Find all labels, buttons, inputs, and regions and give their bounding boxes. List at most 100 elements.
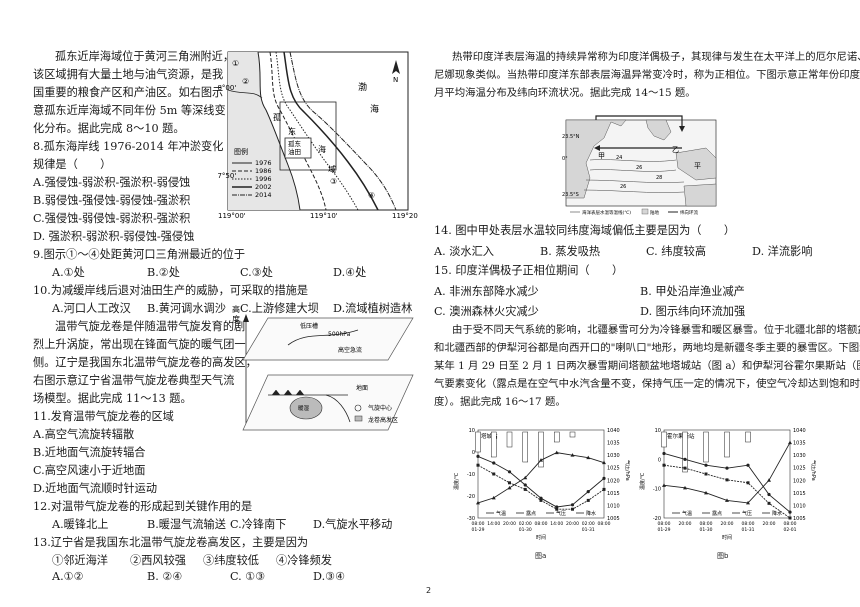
data-point (586, 490, 590, 494)
y2-axis-label: 气压/hPa (624, 460, 630, 481)
q10-option-d[interactable]: D.流域植树造林 (333, 302, 413, 315)
x-tick-label: 01-30 (699, 527, 712, 533)
data-point (571, 507, 574, 511)
y2-tick-label: 1015 (607, 491, 620, 497)
q8-stem: 规律是（ ） (33, 158, 112, 171)
legend-label: 气温 (496, 510, 506, 517)
marker-1: ① (232, 59, 239, 68)
q8-option-a[interactable]: A.强侵蚀-弱淤积-强淤积-弱侵蚀 (33, 176, 191, 189)
tornado-area (289, 396, 323, 420)
intro-line: 化分布。据此完成 8～10 题。 (33, 122, 185, 135)
north-label: N (393, 76, 398, 84)
q12-option-b[interactable]: B.暖湿气流输送 (147, 518, 226, 531)
intro2-line: 温带气旋龙卷是伴随温带气旋发育的剧 (55, 320, 246, 333)
q15-option-d[interactable]: D. 图示纬向环流加强 (640, 305, 746, 318)
map-legend: 1976 1986 1996 2002 2014 (232, 159, 272, 199)
precip-bar (661, 431, 667, 448)
intro2-line: 度）。据此完成 16～17 题。 (434, 396, 566, 408)
q14-stem: 14. 图中甲处表层水温较同纬度海域偏低主要是因为（ ） (434, 224, 736, 237)
data-point (554, 450, 559, 455)
q15-option-c[interactable]: C. 澳洲森林火灾减少 (434, 305, 539, 318)
oilfield-label: 油田 (288, 147, 301, 156)
data-point (767, 501, 771, 505)
oilfield-label: 孤东 (288, 139, 302, 148)
y-tick-label: -30 (467, 516, 475, 522)
y2-tick-label: 1005 (607, 516, 620, 522)
place-yi: 乙 (672, 146, 679, 154)
q11-option-c[interactable]: C.高空风速小于近地面 (33, 464, 146, 477)
iso-value: 26 (620, 184, 626, 190)
q13-option-a[interactable]: A.①② (52, 570, 84, 583)
q11-option-d[interactable]: D.近地面气流顺时针运动 (33, 482, 158, 495)
x-tick-label: 01-31 (741, 527, 754, 533)
q14-option-b[interactable]: B. 蒸发吸热 (540, 245, 601, 258)
coast-label: 东 (288, 126, 296, 136)
lat-label: 38°00' (218, 84, 236, 92)
q8-option-c[interactable]: C.强侵蚀-弱侵蚀-弱淤积-强淤积 (33, 212, 191, 225)
data-point (476, 500, 480, 505)
q9-option-d[interactable]: D.④处 (333, 266, 367, 279)
chart-title: 塔城站 (481, 432, 498, 440)
q8-option-b[interactable]: B.弱侵蚀-强侵蚀-弱侵蚀-强淤积 (33, 194, 191, 207)
q9-option-c[interactable]: C.③处 (240, 266, 273, 279)
data-point (476, 463, 480, 467)
north-arrow-icon (392, 60, 400, 74)
data-point (570, 503, 575, 507)
q9-option-b[interactable]: B.②处 (147, 266, 180, 279)
cyclone-tornado-diagram: 高 度 低压槽 500hPa 高空急流 地面 暖湿 气旋中心 龙卷高发区 (232, 304, 414, 431)
q12-option-d[interactable]: D.气旋水平移动 (313, 518, 393, 531)
iso-value: 24 (616, 155, 622, 161)
marker-4: ④ (368, 191, 375, 200)
legend-title: 图例 (234, 147, 248, 156)
lat-label: 0° (562, 156, 568, 162)
x-tick-label: 20:00 (721, 521, 734, 527)
y2-tick-label: 1035 (793, 441, 806, 447)
iso-value: 28 (656, 175, 662, 181)
page-number: 2 (426, 586, 432, 595)
y2-tick-label: 1005 (793, 516, 806, 522)
q13-option-d[interactable]: D.③④ (313, 570, 346, 583)
q13-option-c[interactable]: C. ①③ (230, 570, 266, 583)
y-tick-label: 0 (472, 450, 475, 456)
x-tick-label: 20:00 (679, 521, 692, 527)
y-tick-label: 10 (655, 428, 661, 434)
svg-text:2002: 2002 (255, 183, 272, 191)
q9-option-a[interactable]: A.①处 (52, 266, 85, 279)
q11-option-b[interactable]: B.近地面气流旋转辐合 (33, 446, 146, 459)
y2-tick-label: 1020 (607, 478, 620, 484)
q12-option-a[interactable]: A.暖锋北上 (52, 518, 109, 531)
indian-ocean-map: 23.5°N 0° 23.5°S 24 26 28 26 甲 乙 平 海洋表层水… (562, 115, 717, 216)
intro2-line: 某年 1 月 29 日至 2 月 1 日两次暴雪期间塔额盆地塔城站（图 a）和伊… (434, 360, 860, 372)
q14-option-d[interactable]: D. 洋流影响 (752, 245, 813, 258)
q13-item: ①邻近海洋 (52, 554, 108, 567)
data-point (602, 476, 606, 480)
q11-option-a[interactable]: A.高空气流旋转辐散 (33, 428, 135, 441)
q14-option-a[interactable]: A. 淡水汇入 (434, 245, 494, 258)
x-tick-label: 08:00 (472, 521, 485, 527)
q14-option-c[interactable]: C. 纬度较高 (646, 245, 707, 258)
svg-text:2014: 2014 (255, 191, 272, 199)
q10-option-c[interactable]: C.上游修建大坝 (240, 302, 319, 315)
q12-option-c[interactable]: C.冷锋南下 (230, 518, 287, 531)
place-label: 平 (694, 162, 701, 170)
y2-axis-label: 气压/hPa (810, 460, 816, 481)
data-point (662, 451, 666, 456)
y2-tick-label: 1040 (607, 428, 620, 434)
q8-option-d[interactable]: D. 强淤积-弱淤积-弱侵蚀-强侵蚀 (33, 230, 195, 243)
q13-item: ②西风较强 (130, 554, 186, 567)
y2-tick-label: 1015 (793, 491, 806, 497)
y-axis-label: 温度/℃ (639, 472, 646, 490)
x-axis-label: 时间 (722, 534, 732, 541)
legend-label: 露点 (526, 511, 536, 517)
q10-option-a[interactable]: A.河口人工改汉 (52, 302, 131, 315)
lon-label: 119°00' (218, 212, 246, 220)
data-point (683, 485, 687, 490)
q13-option-b[interactable]: B. ②④ (147, 570, 183, 583)
x-tick-label: 01-31 (582, 527, 595, 533)
iso-value: 26 (636, 165, 642, 171)
legend-label: 降水 (772, 510, 782, 517)
cyclone-center-icon (354, 404, 362, 412)
q15-option-b[interactable]: B. 甲处沿岸渔业减产 (640, 285, 745, 298)
q15-option-a[interactable]: A. 非洲东部降水减少 (434, 285, 539, 298)
q10-option-b[interactable]: B.黄河调水调沙 (147, 302, 226, 315)
